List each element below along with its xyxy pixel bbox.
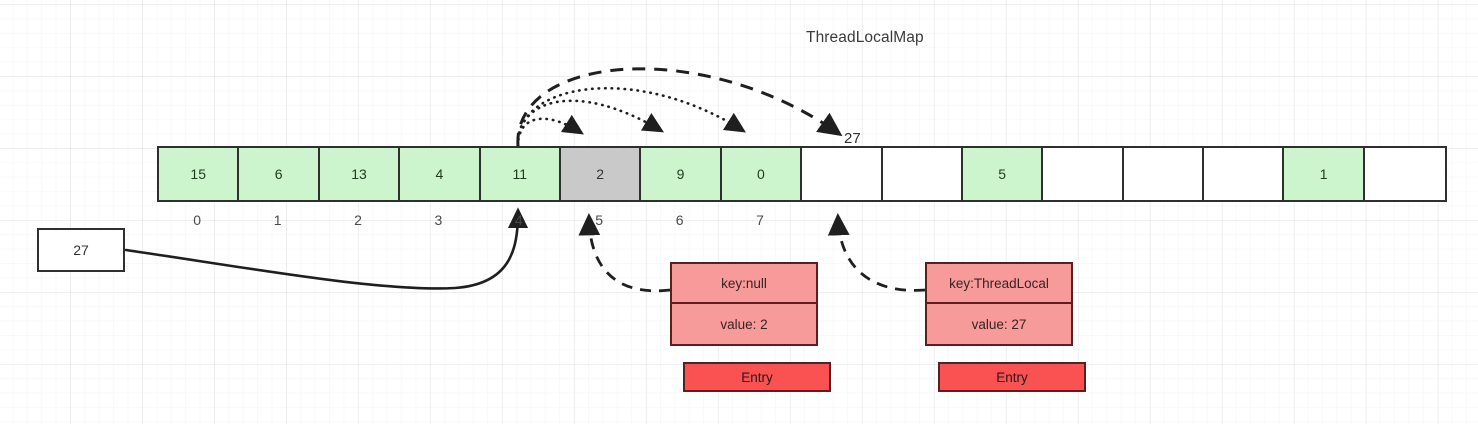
- array-cell: 15: [159, 148, 240, 200]
- array-index-label: 4: [514, 212, 523, 228]
- array-cell: [1204, 148, 1285, 200]
- array-index-label: 0: [193, 212, 202, 228]
- entry-tag: Entry: [938, 362, 1086, 392]
- array-index-label: 3: [434, 212, 443, 228]
- array-cell: 5: [962, 148, 1044, 200]
- entry-box-threadlocal: Entry key:ThreadLocal value: 27: [925, 262, 1086, 392]
- probe-arrow-5: [516, 114, 584, 148]
- probe-arrow-6: [516, 99, 665, 148]
- array-cell: [1364, 148, 1446, 200]
- array-cell: 6: [239, 148, 320, 200]
- array-cell: 1: [1284, 148, 1365, 200]
- hash-value-label: 27: [844, 130, 861, 147]
- entry-value: value: 2: [672, 304, 816, 344]
- insert-arrow-8: [516, 67, 843, 147]
- entry-link-5: [578, 212, 671, 293]
- array-cell: [1043, 148, 1124, 200]
- entry-link-8: [827, 212, 926, 292]
- entry-key: key:ThreadLocal: [927, 264, 1071, 304]
- entry-key: key:null: [672, 264, 816, 304]
- array-cell: 13: [319, 148, 401, 200]
- probe-arrow-7: [516, 86, 746, 148]
- entry-tag: Entry: [683, 362, 831, 392]
- entry-kv: key:ThreadLocal value: 27: [925, 262, 1073, 346]
- array-index-label: 2: [354, 212, 362, 228]
- entry-value: value: 27: [927, 304, 1071, 344]
- array-cell: [882, 148, 963, 200]
- array-cell: [1123, 148, 1205, 200]
- array-index-label: 6: [675, 212, 684, 228]
- array-cell: [802, 148, 883, 200]
- array-cell: 9: [641, 148, 722, 200]
- array-cell: 0: [721, 148, 803, 200]
- value-box: 27: [37, 228, 125, 272]
- array-cell: 11: [480, 148, 561, 200]
- array-index-label: 5: [595, 212, 604, 228]
- array-index-label: 7: [756, 212, 764, 228]
- array-index-label: 1: [273, 212, 282, 228]
- entry-kv: key:null value: 2: [670, 262, 818, 346]
- entry-box-null: Entry key:null value: 2: [670, 262, 831, 392]
- array-cell: 2: [560, 148, 642, 200]
- array-cell: 4: [400, 148, 481, 200]
- page-title: ThreadLocalMap: [806, 29, 924, 46]
